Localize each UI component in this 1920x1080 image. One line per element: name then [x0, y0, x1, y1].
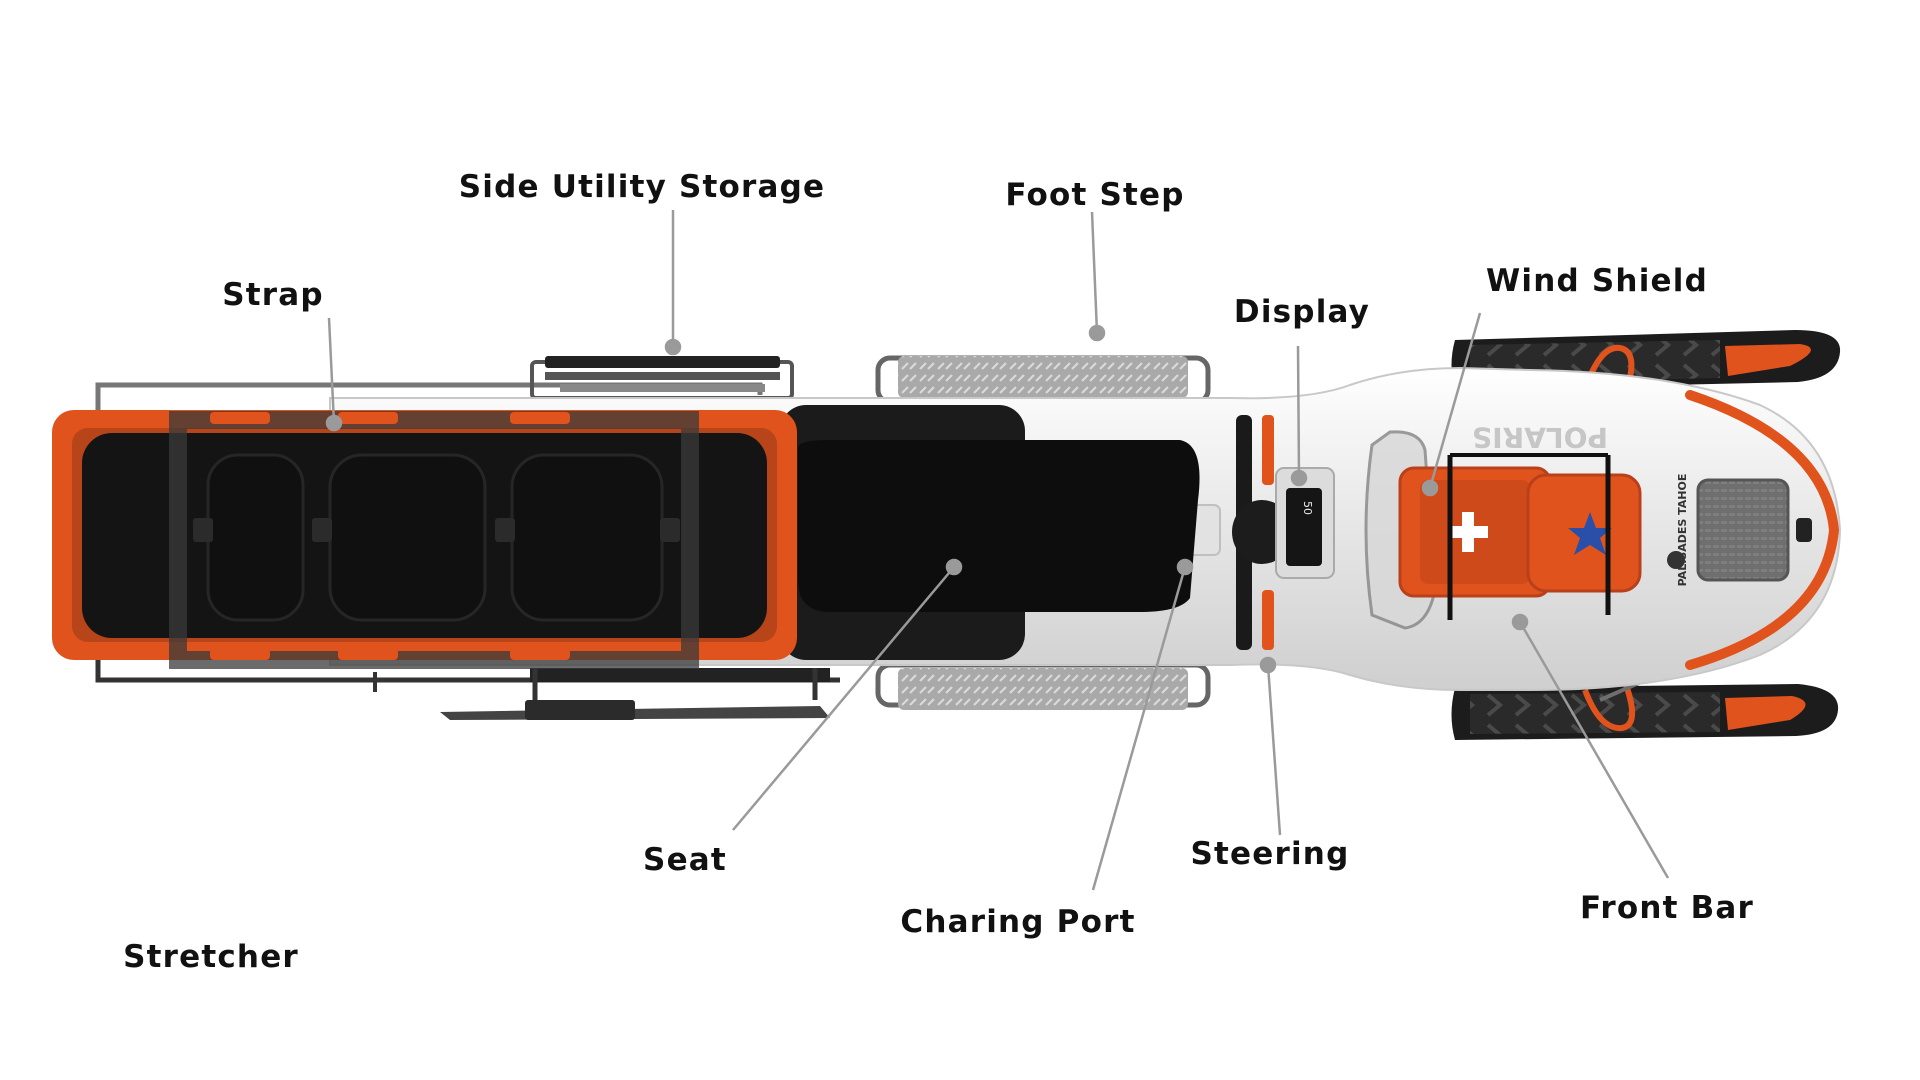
foot-step-bottom: [875, 662, 1211, 710]
leader-front-bar: [1511, 613, 1670, 879]
leader-charing-port: [1091, 558, 1194, 891]
leader-wind-shield: [1421, 312, 1482, 497]
stretcher-cushions: [206, 453, 664, 622]
label-wind-shield: Wind Shield: [1486, 263, 1708, 299]
leader-strap: [325, 317, 343, 432]
display-unit: 50: [1275, 467, 1335, 579]
leader-side-utility-storage: [664, 210, 682, 356]
leader-steering: [1259, 656, 1282, 836]
sponsor-badge: PALISADES TAHOE: [1667, 474, 1689, 587]
svg-text:PALISADES TAHOE: PALISADES TAHOE: [1676, 474, 1689, 587]
leader-foot-step: [1088, 211, 1106, 342]
side-utility-storage-bottom: [440, 668, 830, 720]
label-stretcher: Stretcher: [123, 939, 299, 975]
seat: [780, 405, 1200, 660]
label-display: Display: [1234, 294, 1370, 330]
callout-labels: Side Utility Storage Foot Step Strap Dis…: [123, 169, 1754, 975]
foot-step-top: [875, 355, 1211, 405]
strap: [169, 411, 699, 669]
label-foot-step: Foot Step: [1005, 177, 1184, 213]
stretcher: [52, 410, 797, 669]
leader-lines: [325, 210, 1670, 891]
leader-seat: [732, 558, 963, 831]
front-bar: [1685, 390, 1840, 670]
vehicle-illustration: POLARIS PALISADES TAHOE: [52, 330, 1842, 740]
label-strap: Strap: [222, 277, 324, 313]
leader-display: [1290, 345, 1308, 487]
label-steering: Steering: [1191, 836, 1350, 872]
svg-text:50: 50: [1301, 501, 1314, 515]
brand-mark: POLARIS: [1472, 421, 1608, 454]
side-utility-storage: [530, 356, 794, 400]
label-seat: Seat: [643, 842, 727, 878]
front-deck-mat: [1696, 478, 1790, 582]
label-side-utility-storage: Side Utility Storage: [459, 169, 826, 205]
label-front-bar: Front Bar: [1580, 890, 1754, 926]
label-charing-port: Charing Port: [900, 904, 1135, 940]
medical-cargo: [1398, 453, 1642, 620]
